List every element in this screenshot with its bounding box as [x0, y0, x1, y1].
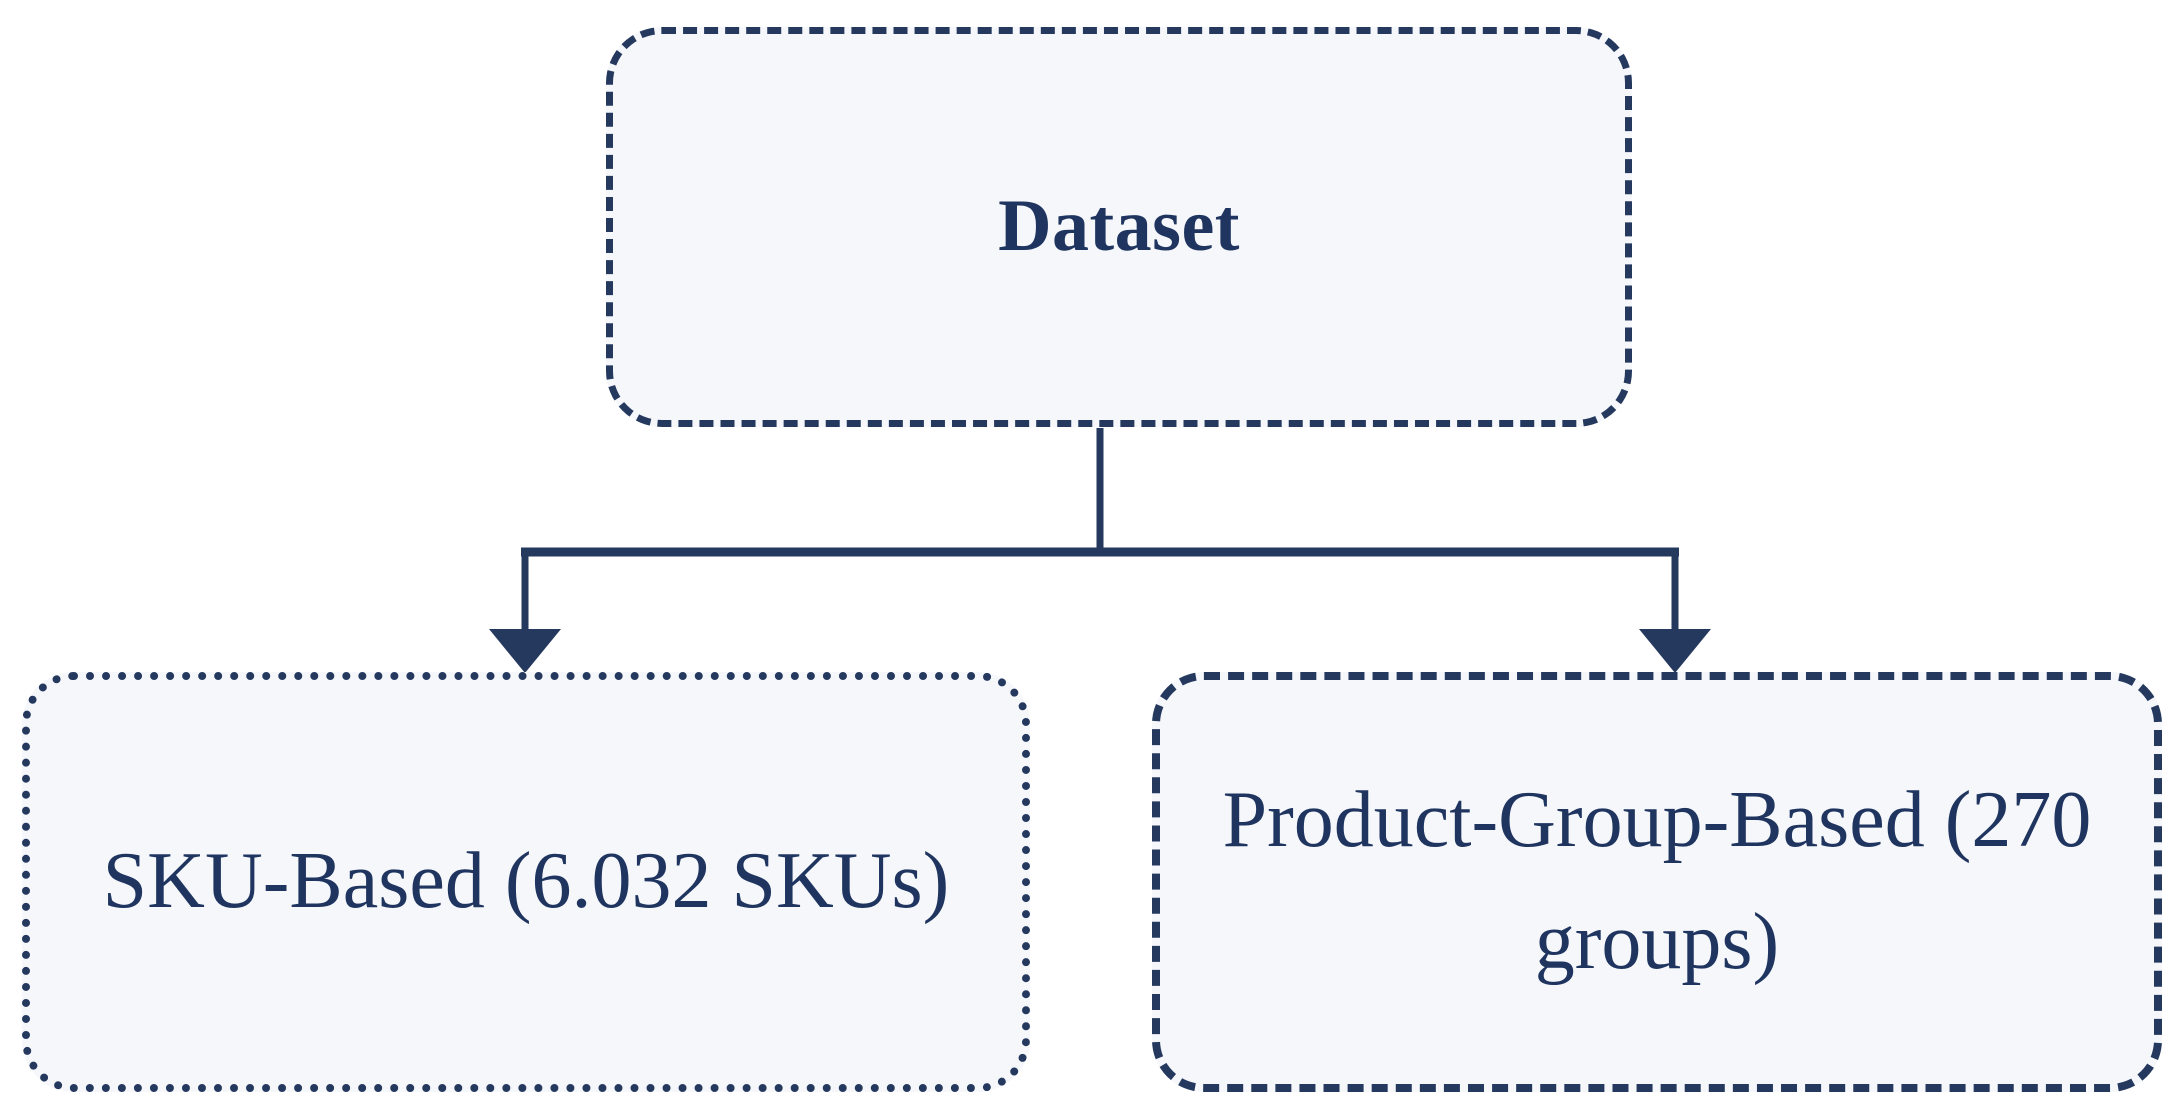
node-sku-based-label: SKU-Based (6.032 SKUs)	[102, 837, 950, 926]
node-sku-based[interactable]: SKU-Based (6.032 SKUs)	[22, 672, 1030, 1092]
node-dataset[interactable]: Dataset	[606, 27, 1632, 427]
arrowhead-left-icon	[489, 629, 561, 673]
node-dataset-label: Dataset	[998, 185, 1240, 268]
node-product-group-based-label: Product-Group-Based (270 groups)	[1222, 776, 2092, 986]
arrowhead-right-icon	[1639, 629, 1711, 673]
node-product-group-based[interactable]: Product-Group-Based (270 groups)	[1152, 672, 2162, 1092]
